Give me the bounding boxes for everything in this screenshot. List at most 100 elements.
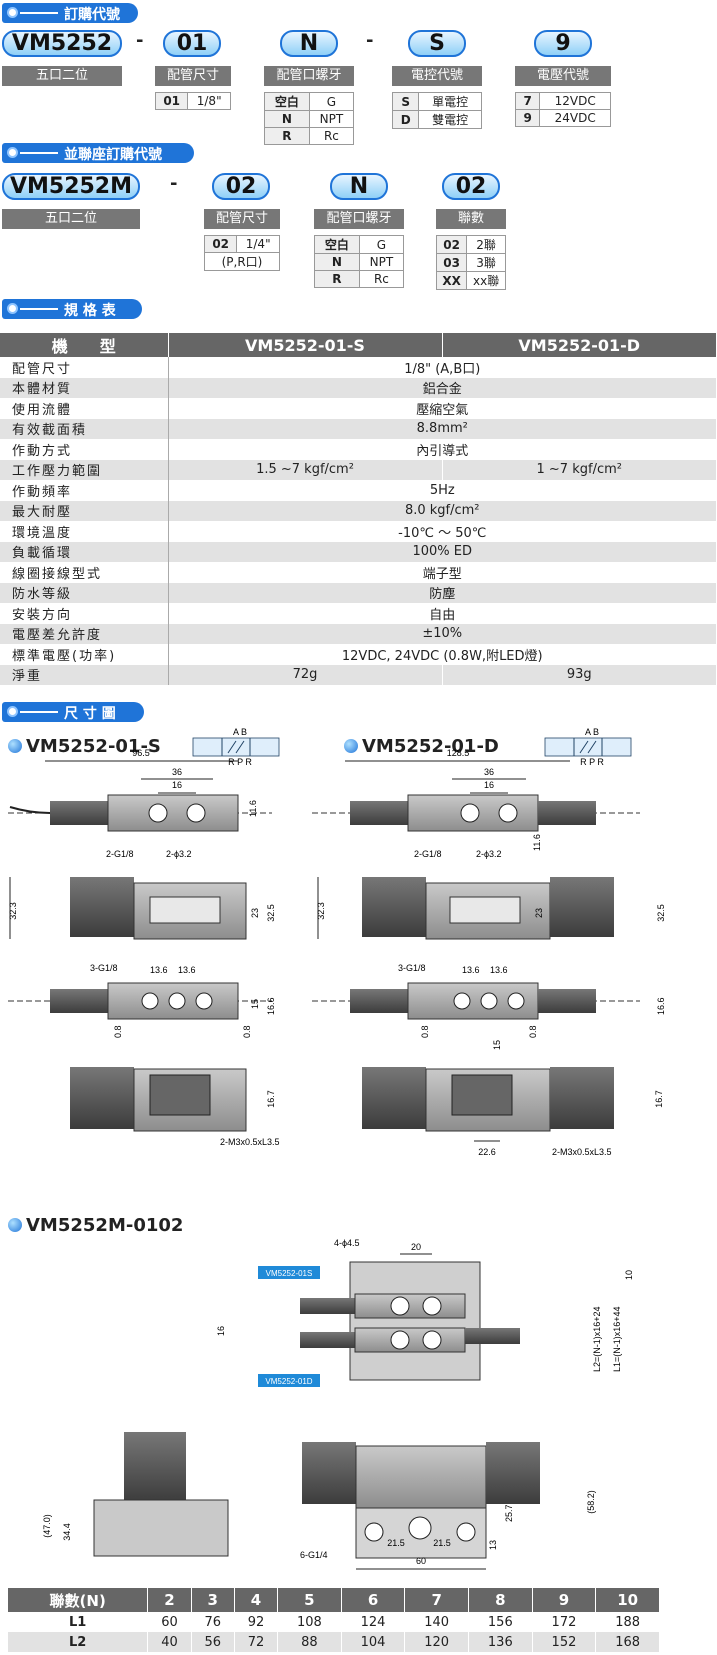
spec-name: 作動方式 <box>0 439 169 460</box>
svg-text:16.7: 16.7 <box>266 1090 276 1108</box>
svg-text:16.6: 16.6 <box>656 997 666 1015</box>
units-cell: 136 <box>468 1632 533 1652</box>
svg-text:32.3: 32.3 <box>8 902 18 920</box>
spec-value: ±10% <box>168 623 717 644</box>
valve-s-side-view: 32.3 23 32.5 <box>8 877 276 940</box>
svg-text:0.8: 0.8 <box>113 1025 123 1038</box>
symbol-port-labels: R P R <box>580 757 604 767</box>
svg-text:23: 23 <box>534 908 544 918</box>
manifold-top-view: 4-ϕ4.5 20 VM5252-01S VM5252-01D 16 10 L2… <box>216 1238 634 1387</box>
port-size-pill: 01 <box>163 30 221 57</box>
symbol-port-labels: R P R <box>228 757 252 767</box>
section-title: 規 格 表 <box>64 303 116 319</box>
svg-text:22.6: 22.6 <box>478 1147 496 1157</box>
spec-name: 本體材質 <box>0 377 169 398</box>
spec-row: 本體材質鋁合金 <box>0 377 717 398</box>
thread-label: 配管口螺牙 <box>264 66 354 86</box>
valve-d-side-view: 32.3 23 32.5 <box>316 877 666 940</box>
svg-text:32.5: 32.5 <box>656 904 666 922</box>
dash: - <box>170 173 178 194</box>
manifold-thread-label: 配管口螺牙 <box>314 209 404 229</box>
spec-value: 1 ~7 kgf/cm² <box>442 459 717 480</box>
spec-name: 標準電壓(功率) <box>0 644 169 665</box>
spec-name: 最大耐壓 <box>0 500 169 521</box>
units-cell: 76 <box>191 1612 235 1632</box>
spec-value: 壓縮空氣 <box>168 398 717 419</box>
spec-name: 安裝方向 <box>0 603 169 624</box>
section-title: 尺 寸 圖 <box>64 706 116 722</box>
pneumatic-symbol-d: A B R P R <box>544 727 632 767</box>
svg-text:32.5: 32.5 <box>266 904 276 922</box>
svg-text:16: 16 <box>172 780 182 790</box>
svg-text:16.7: 16.7 <box>654 1090 664 1108</box>
control-pill: S <box>408 30 466 57</box>
svg-text:16.6: 16.6 <box>266 997 276 1015</box>
dimension-drawings-sd: A B R P R A B R P R 96.5 36 16 11.6 2-G1… <box>8 727 666 1157</box>
spec-name: 使用流體 <box>0 398 169 419</box>
units-cell: 5 <box>277 1588 342 1612</box>
units-cell: 40 <box>147 1632 192 1652</box>
spec-row: 環境溫度-10℃ ～ 50℃ <box>0 521 717 542</box>
spec-header: 機 型 <box>0 333 169 357</box>
units-cell: 3 <box>191 1588 235 1612</box>
spec-name: 負載循環 <box>0 541 169 562</box>
units-cell: 172 <box>532 1612 597 1632</box>
svg-text:A B: A B <box>585 727 599 737</box>
units-cell: 140 <box>404 1612 469 1632</box>
units-row-label: L2 <box>8 1632 149 1652</box>
section-dimensions: 尺 寸 圖 <box>2 702 144 722</box>
voltage-pill: 9 <box>534 30 592 57</box>
svg-text:13.6: 13.6 <box>490 965 508 975</box>
section-manifold-code: 並聯座訂購代號 <box>2 143 194 163</box>
spec-name: 電壓差允許度 <box>0 623 169 644</box>
spec-row: 使用流體壓縮空氣 <box>0 398 717 419</box>
spec-row: 防水等級防塵 <box>0 582 717 603</box>
units-cell: 124 <box>341 1612 406 1632</box>
units-cell: 8 <box>468 1588 533 1612</box>
spec-value: 端子型 <box>168 562 717 583</box>
svg-text:13.6: 13.6 <box>150 965 168 975</box>
svg-text:L2=(N-1)x16+24: L2=(N-1)x16+24 <box>592 1306 602 1372</box>
spec-value: 100% ED <box>168 541 717 562</box>
svg-text:36: 36 <box>172 767 182 777</box>
svg-text:0.8: 0.8 <box>528 1025 538 1038</box>
spec-name: 有效截面積 <box>0 418 169 439</box>
units-cell: 56 <box>191 1632 235 1652</box>
spec-header: VM5252-01-D <box>442 333 717 357</box>
valve-s-front-view: 16.7 2-M3x0.5xL3.5 <box>70 1067 280 1147</box>
svg-text:13: 13 <box>488 1540 498 1550</box>
spec-name: 防水等級 <box>0 582 169 603</box>
spec-name: 淨重 <box>0 664 169 685</box>
units-row-label: L1 <box>8 1612 149 1632</box>
spec-value: 93g <box>442 664 717 685</box>
svg-text:34.4: 34.4 <box>62 1523 72 1541</box>
spec-row: 線圈接線型式端子型 <box>0 562 717 583</box>
spec-name: 配管尺寸 <box>0 357 169 378</box>
thread-pill: N <box>280 30 338 57</box>
svg-text:20: 20 <box>411 1242 421 1252</box>
manifold-side-view: (47.0) 34.4 <box>42 1432 229 1557</box>
section-title: 訂購代號 <box>64 7 120 23</box>
callout-tag: VM5252-01S <box>266 1269 313 1278</box>
spec-value: 鋁合金 <box>168 377 717 398</box>
voltage-label: 電壓代號 <box>515 66 611 86</box>
manifold-thread-pill: N <box>330 173 388 200</box>
svg-text:15: 15 <box>250 999 260 1009</box>
spec-value: -10℃ ～ 50℃ <box>168 521 717 542</box>
svg-text:36: 36 <box>484 767 494 777</box>
symbol-port-labels: A B <box>233 727 247 737</box>
model-code-pill: VM5252 <box>2 30 122 57</box>
svg-text:4-ϕ4.5: 4-ϕ4.5 <box>334 1238 360 1248</box>
units-cell: 108 <box>277 1612 342 1632</box>
units-cell: 92 <box>234 1612 279 1632</box>
